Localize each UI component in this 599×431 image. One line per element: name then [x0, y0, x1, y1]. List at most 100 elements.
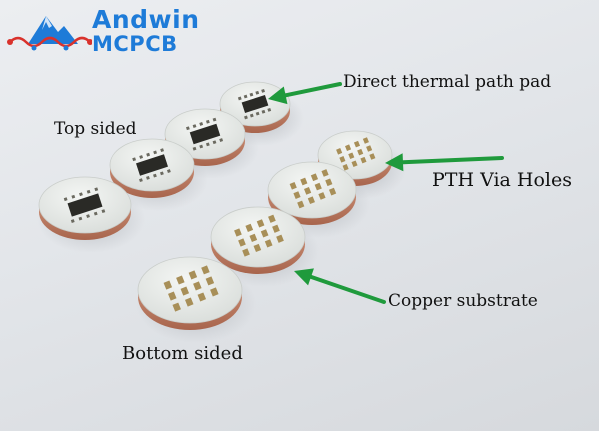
- signal-pad: [70, 219, 75, 223]
- signal-pad: [237, 96, 242, 101]
- label-bottom-sided: Bottom sided: [122, 343, 243, 364]
- signal-pad: [63, 197, 68, 202]
- label-copper-substrate: Copper substrate: [388, 291, 538, 311]
- signal-pad: [255, 90, 260, 95]
- signal-pad: [160, 171, 164, 176]
- arrow-shaft: [400, 156, 504, 165]
- board-face: [267, 161, 357, 219]
- via-pad: [268, 214, 276, 223]
- signal-pad: [212, 140, 217, 145]
- signal-pad: [205, 119, 210, 124]
- signal-pad: [199, 144, 204, 149]
- arrow-copper-substrate: [294, 268, 386, 304]
- annotation-arrows: [268, 82, 504, 304]
- signal-pad: [146, 152, 151, 157]
- via-pad: [351, 160, 358, 168]
- signal-pad: [93, 211, 98, 216]
- via-pad: [348, 152, 355, 159]
- via-pad: [353, 140, 361, 148]
- signal-pad: [153, 173, 157, 178]
- via-pad: [293, 191, 301, 199]
- via-pad: [304, 187, 312, 195]
- via-pad: [369, 153, 376, 160]
- via-pad: [310, 173, 319, 182]
- label-pth-via-holes: PTH Via Holes: [432, 169, 572, 191]
- via-pad: [193, 281, 202, 291]
- via-pad: [342, 164, 349, 171]
- via-pad: [307, 196, 315, 205]
- board-face: [137, 256, 243, 324]
- signal-pad: [139, 178, 143, 183]
- signal-pad: [261, 109, 266, 114]
- signal-pad: [139, 155, 144, 159]
- via-pad: [318, 192, 326, 200]
- signal-pad: [219, 138, 224, 142]
- signal-pad: [244, 115, 248, 120]
- signal-pad: [255, 111, 260, 116]
- signal-pad: [243, 94, 248, 99]
- via-pad: [176, 275, 185, 285]
- via-pad: [357, 148, 364, 156]
- via-pad: [321, 169, 329, 177]
- via-pad: [297, 200, 305, 209]
- via-pad: [185, 297, 194, 307]
- signal-pad: [205, 142, 210, 147]
- via-pad: [180, 286, 190, 296]
- signal-pad: [261, 88, 265, 93]
- via-pad: [272, 224, 280, 233]
- andwin-logo: Andwin MCPCB: [6, 4, 211, 58]
- brand-name: Andwin: [92, 5, 200, 34]
- via-pad: [300, 177, 308, 186]
- via-pad: [336, 148, 343, 155]
- label-top-sided: Top sided: [54, 119, 137, 139]
- thermal-pad: [136, 154, 168, 176]
- thermal-pad: [67, 193, 103, 217]
- signal-pad: [192, 124, 197, 128]
- bottom-board-1: [267, 161, 357, 225]
- arrow-head: [268, 86, 288, 105]
- via-pad: [362, 137, 369, 144]
- via-pad: [260, 229, 269, 238]
- via-pad: [289, 181, 297, 190]
- arrow-shaft: [309, 274, 386, 304]
- signal-pad: [212, 117, 217, 122]
- bottom-sided-board-strip: [137, 130, 393, 330]
- signal-pad: [78, 216, 83, 221]
- via-pad: [264, 239, 273, 248]
- via-pad: [188, 270, 198, 280]
- via-pad: [197, 292, 207, 302]
- board-face: [210, 206, 306, 268]
- via-pad: [253, 243, 262, 253]
- via-pad: [163, 280, 173, 290]
- signal-pad: [249, 113, 254, 118]
- arrow-pth-via-holes: [385, 153, 504, 172]
- signal-pad: [199, 122, 204, 126]
- via-pad: [366, 145, 373, 152]
- signal-pad: [101, 209, 106, 214]
- top-board-3: [38, 176, 132, 240]
- signal-pad: [132, 157, 137, 162]
- mountain-circuit-logo-icon: [7, 16, 92, 51]
- thermal-pad: [241, 94, 269, 114]
- bottom-board-3: [137, 256, 243, 330]
- via-pad: [249, 233, 258, 243]
- top-board-2: [109, 138, 195, 198]
- via-pad: [314, 182, 322, 191]
- via-pad: [234, 228, 242, 237]
- bottom-board-2: [210, 206, 306, 274]
- signal-pad: [167, 169, 171, 173]
- signal-pad: [94, 187, 99, 192]
- label-direct-thermal-pad: Direct thermal path pad: [343, 72, 552, 92]
- signal-pad: [192, 146, 197, 151]
- via-pad: [328, 187, 337, 196]
- arrow-head: [385, 153, 404, 172]
- signal-pad: [86, 189, 91, 194]
- arrow-direct-thermal-pad: [268, 82, 342, 105]
- via-pad: [245, 223, 254, 233]
- via-pad: [276, 234, 284, 243]
- via-pad: [339, 156, 346, 163]
- arrow-shaft: [283, 82, 342, 98]
- via-pad: [256, 219, 265, 228]
- signal-pad: [160, 148, 164, 153]
